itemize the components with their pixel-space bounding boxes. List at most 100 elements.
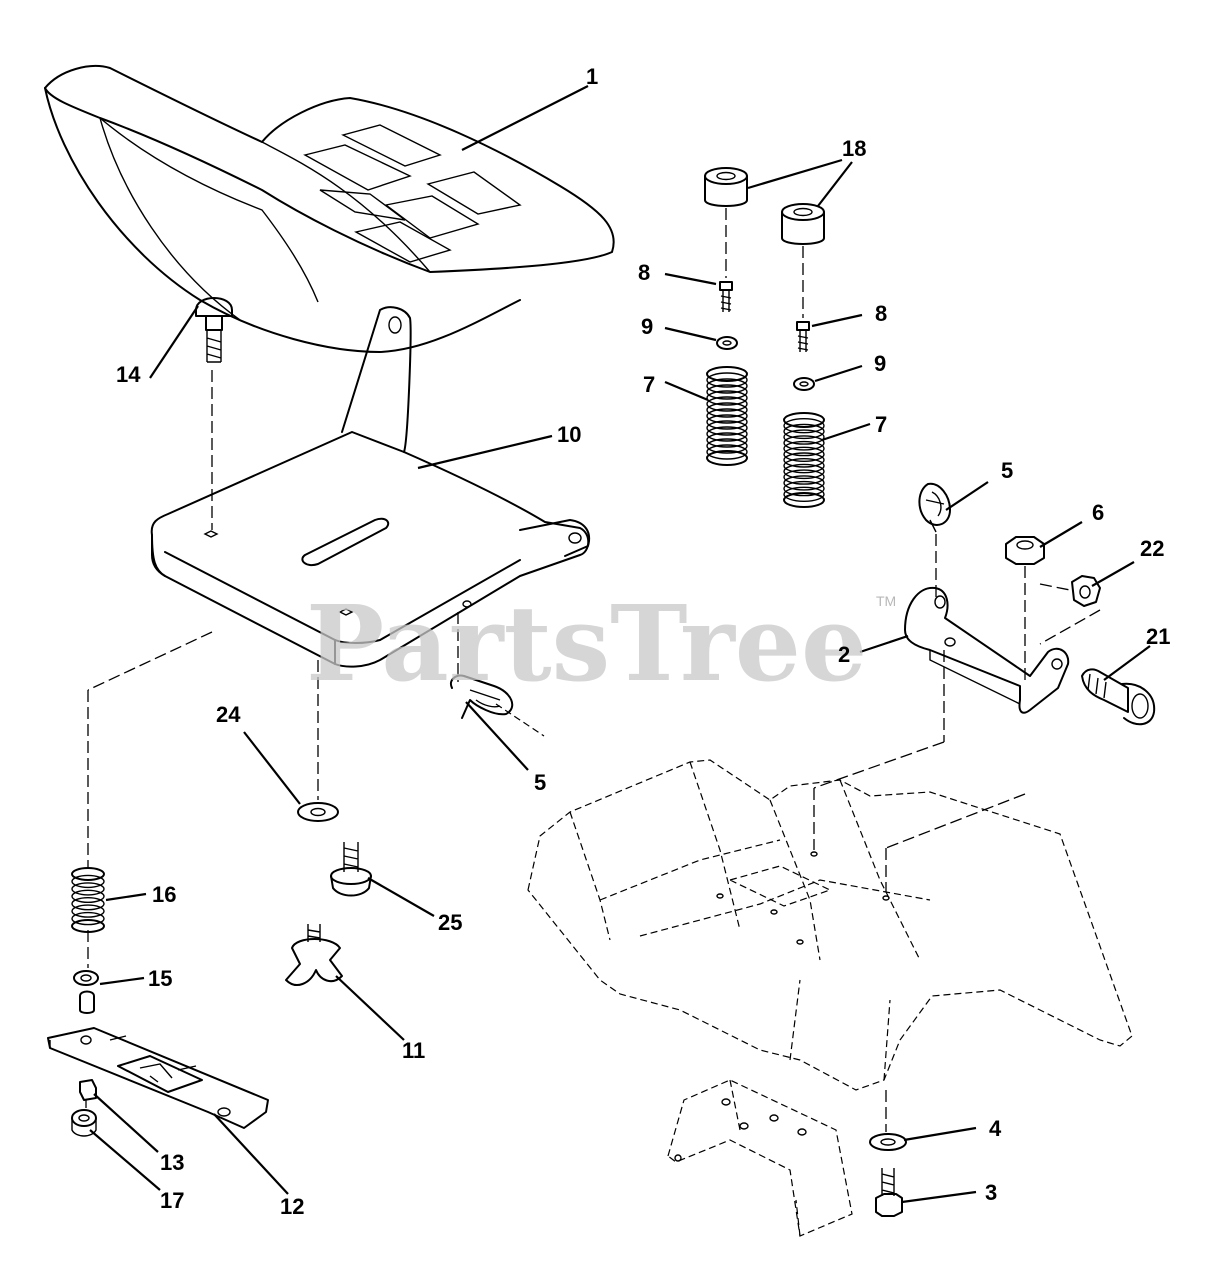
callout-washer-left: 9: [641, 314, 653, 339]
callout-washer-pan: 24: [216, 702, 241, 727]
spring-coil: [71, 904, 105, 918]
spring-coil: [783, 452, 825, 468]
callout-seat-pan: 10: [557, 422, 581, 447]
clip-lower[interactable]: [450, 674, 514, 719]
spacer: [79, 990, 95, 1014]
leader-clip-lower: [465, 701, 529, 771]
callout-washer-right: 9: [874, 351, 886, 376]
spring-coil: [783, 435, 825, 451]
washer-right[interactable]: [793, 377, 815, 391]
spring-coil: [783, 440, 825, 457]
spring-coil: [783, 458, 825, 474]
leader-washer-left: [664, 326, 717, 342]
watermark-text: PartsTree: [306, 582, 867, 705]
spring-coil: [783, 423, 825, 440]
leader-seat-pan: [417, 434, 553, 470]
leader-bumper-left: [747, 158, 843, 190]
adjust-knob[interactable]: [285, 924, 343, 986]
leader-nut-bracket: [1039, 521, 1083, 548]
washer-left[interactable]: [716, 336, 738, 350]
clip-upper[interactable]: [918, 482, 951, 533]
leader-seat: [461, 85, 589, 151]
spring-coil: [71, 911, 105, 926]
callout-bracket: 2: [838, 642, 850, 667]
leader-washer-slide: [89, 1129, 161, 1191]
washer-spring[interactable]: [73, 970, 99, 986]
shoulder-bolt[interactable]: [330, 842, 372, 897]
leader-carriage-bolt: [149, 305, 199, 379]
spring-coil: [71, 867, 105, 881]
spring-coil: [783, 492, 825, 508]
spring-coil: [783, 486, 825, 502]
spring-coil: [783, 446, 825, 462]
callout-knob: 11: [402, 1038, 425, 1063]
leader-switch: [1103, 645, 1151, 681]
leader-bumper-right: [817, 161, 853, 207]
spring-coil: [71, 874, 105, 889]
callout-bumpers: 18: [842, 136, 866, 161]
washer-bottom[interactable]: [869, 1133, 907, 1151]
spring-coil: [706, 450, 748, 466]
spring-coil: [71, 882, 105, 896]
callout-washer-slide: 17: [160, 1188, 184, 1213]
callout-slide-plate: 12: [280, 1194, 304, 1219]
leader-nut-hex: [1091, 561, 1135, 587]
callout-screw-left: 8: [638, 260, 650, 285]
leader-spring-left: [664, 380, 709, 402]
spring-coil: [706, 384, 748, 400]
leader-clip-upper: [945, 481, 989, 511]
washer-pan[interactable]: [297, 802, 339, 822]
callout-nut-slide: 13: [160, 1150, 184, 1175]
spring-coil: [783, 412, 825, 428]
nut-slide[interactable]: [79, 1079, 97, 1101]
screw-right[interactable]: [796, 321, 810, 352]
callout-seat: 1: [586, 64, 598, 89]
bolt-bottom[interactable]: [875, 1168, 903, 1217]
spring-coil: [706, 390, 748, 406]
callout-nut-bracket: 6: [1092, 500, 1104, 525]
callout-clip-upper: 5: [1001, 458, 1013, 483]
spring-coil: [706, 402, 748, 418]
callout-spring-small: 16: [152, 882, 176, 907]
leader-shoulder-bolt: [367, 877, 435, 917]
leader-bolt-bottom: [901, 1190, 977, 1204]
callout-shoulder-bolt: 25: [438, 910, 462, 935]
spring-right[interactable]: [783, 412, 825, 508]
lower-mount-bracket: [667, 1079, 853, 1237]
spring-coil: [71, 889, 105, 903]
leader-washer-spring: [99, 976, 145, 986]
callout-bolt-bottom: 3: [985, 1180, 997, 1205]
seat-pan[interactable]: [150, 306, 590, 668]
spring-coil: [783, 429, 825, 445]
bumper-left[interactable]: [704, 167, 748, 207]
leader-screw-left: [664, 272, 717, 286]
seat-part[interactable]: [44, 65, 615, 353]
washer-slide[interactable]: [71, 1109, 97, 1137]
spring-coil: [706, 372, 748, 388]
slide-plate[interactable]: [47, 1027, 269, 1129]
nut-hex[interactable]: [1071, 575, 1101, 607]
callout-spring-left: 7: [643, 372, 655, 397]
leader-washer-right: [814, 364, 863, 383]
spring-coil: [706, 420, 748, 436]
callout-screw-right: 8: [875, 301, 887, 326]
callout-clip-lower: 5: [534, 770, 546, 795]
watermark-trademark: TM: [876, 593, 896, 609]
leader-spring-right: [821, 422, 871, 442]
spring-coil: [706, 396, 748, 412]
seat-bracket[interactable]: [904, 586, 1070, 714]
callout-washer-spring: 15: [148, 966, 172, 991]
bumper-right[interactable]: [781, 203, 825, 245]
screw-left[interactable]: [719, 281, 733, 312]
spring-coil: [706, 414, 748, 430]
callout-switch: 21: [1146, 624, 1170, 649]
spring-coil: [706, 438, 748, 454]
spring-small[interactable]: [71, 867, 105, 933]
spring-coil: [783, 480, 825, 497]
callout-carriage-bolt: 14: [116, 362, 141, 387]
spring-left[interactable]: [706, 366, 748, 466]
carriage-bolt[interactable]: [195, 297, 233, 363]
nut-bracket[interactable]: [1005, 536, 1045, 565]
seat-switch[interactable]: [1081, 668, 1156, 726]
